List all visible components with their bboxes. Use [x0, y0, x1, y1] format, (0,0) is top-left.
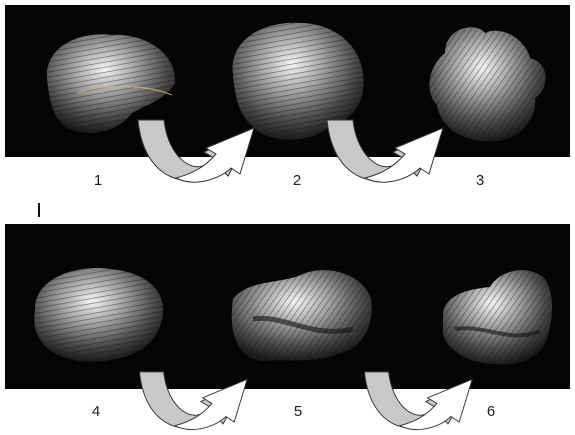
blob-shape-4: [25, 254, 175, 374]
step-label-2: 2: [282, 172, 312, 189]
text-cursor: [38, 203, 40, 217]
step-label-6: 6: [476, 403, 506, 420]
transition-arrow-5-6: [358, 370, 488, 435]
transition-arrow-2-3: [325, 118, 455, 188]
step-label-4: 4: [81, 403, 111, 420]
step-label-5: 5: [283, 403, 313, 420]
bottom-panel: [5, 224, 570, 389]
step-label-1: 1: [83, 172, 113, 189]
step-label-3: 3: [465, 172, 495, 189]
transition-arrow-4-5: [133, 370, 263, 435]
top-panel: [5, 5, 570, 157]
transition-arrow-1-2: [136, 118, 266, 188]
blob-shape-6: [435, 259, 560, 374]
blob-shape-5: [223, 259, 378, 374]
